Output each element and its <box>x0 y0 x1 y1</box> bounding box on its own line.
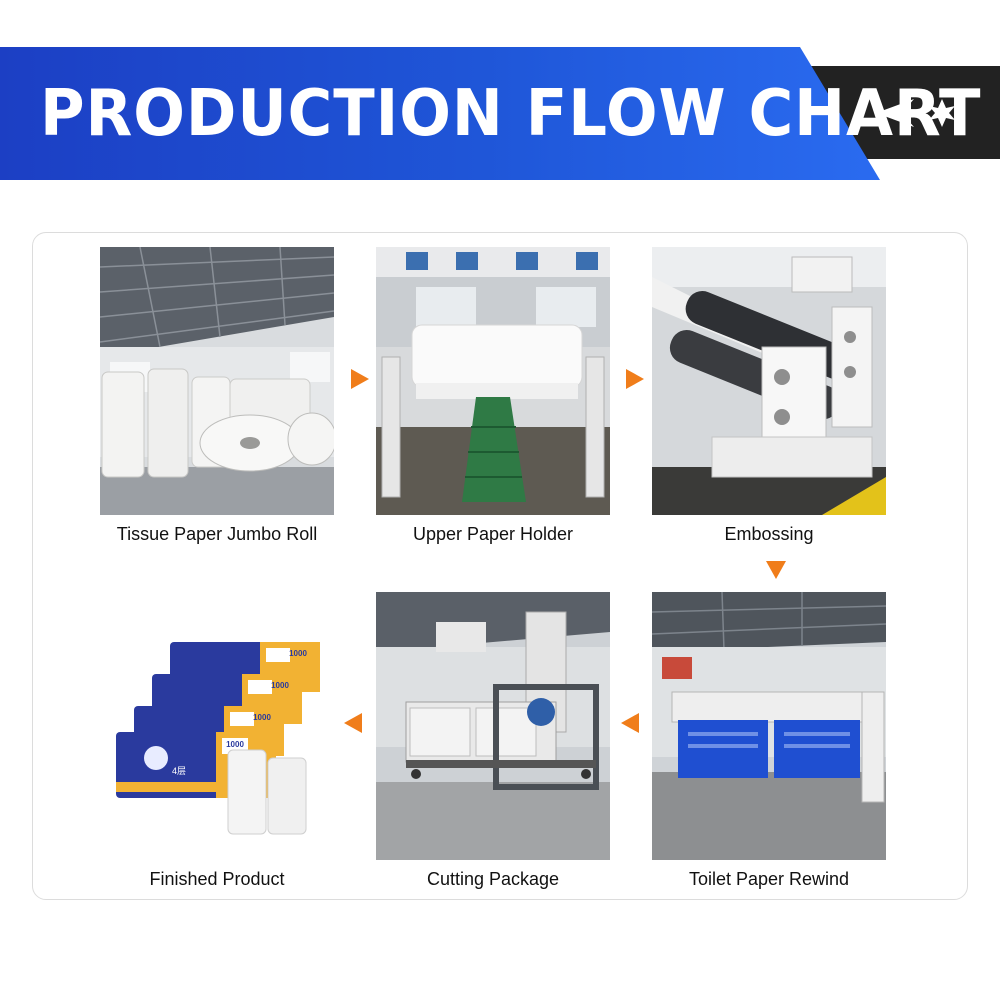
arrow-right-icon <box>347 366 373 392</box>
header-icons <box>872 93 972 133</box>
arrow-down-icon <box>763 557 789 583</box>
page-title: PRODUCTION FLOW CHART <box>40 76 982 151</box>
star-burst-icon <box>929 99 955 127</box>
step-label-jumbo-roll: Tissue Paper Jumbo Roll <box>116 524 318 544</box>
step-label-paper-holder: Upper Paper Holder <box>412 524 574 544</box>
step-label-embossing: Embossing <box>724 524 814 544</box>
step-label-cutting-package: Cutting Package <box>426 869 560 889</box>
step-label-finished-product: Finished Product <box>149 869 285 889</box>
step-image-finished-product: 1000 1000 1000 1000 4层 <box>100 592 334 860</box>
step-label-rewind: Toilet Paper Rewind <box>688 869 850 889</box>
pack-size-text: 4层 <box>172 766 187 776</box>
step-image-cutting-package <box>376 592 610 860</box>
pack-count-badge: 1000 <box>253 713 271 722</box>
pack-count-badge: 1000 <box>271 681 289 690</box>
step-image-embossing <box>652 247 886 515</box>
step-image-jumbo-roll <box>100 247 334 515</box>
send-arrow-icon <box>876 99 914 127</box>
header-banner <box>0 47 880 180</box>
arrow-left-icon <box>617 710 643 736</box>
step-image-rewind <box>652 592 886 860</box>
arrow-right-icon <box>622 366 648 392</box>
arrow-left-icon <box>340 710 366 736</box>
pack-count-badge: 1000 <box>226 740 244 749</box>
step-image-paper-holder <box>376 247 610 515</box>
pack-count-badge: 1000 <box>289 649 307 658</box>
tissue-sheets <box>227 749 307 835</box>
